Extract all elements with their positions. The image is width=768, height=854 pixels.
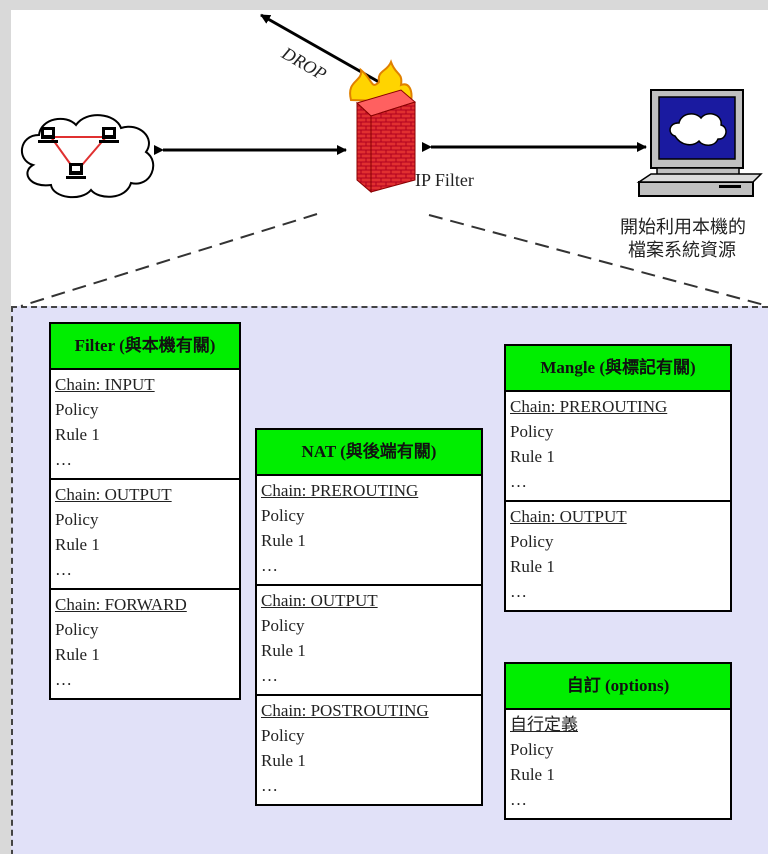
chain-more: … — [510, 472, 527, 491]
nat-chain-postrouting: Chain: POSTROUTING Policy Rule 1 … — [257, 696, 481, 804]
chain-name: Chain: OUTPUT — [510, 507, 627, 526]
chain-rule: Rule 1 — [261, 641, 306, 660]
custom-chain: 自行定義 Policy Rule 1 … — [506, 710, 730, 818]
mangle-chain-prerouting: Chain: PREROUTING Policy Rule 1 … — [506, 392, 730, 502]
ip-filter-label: IP Filter — [415, 170, 474, 190]
filter-table: Filter (與本機有關) Chain: INPUT Policy Rule … — [49, 322, 241, 700]
drop-arrow — [260, 13, 380, 84]
zone-left-border — [11, 306, 13, 854]
nat-chain-prerouting: Chain: PREROUTING Policy Rule 1 … — [257, 476, 481, 586]
chain-policy: Policy — [261, 726, 305, 745]
fan-line-right — [428, 214, 768, 307]
local-resource-label-line1: 開始利用本機的 — [620, 217, 746, 237]
custom-table-title: 自訂 (options) — [506, 664, 730, 710]
chain-more: … — [261, 666, 278, 685]
chain-name: 自行定義 — [510, 715, 578, 734]
network-cloud-icon — [21, 114, 155, 199]
nat-table-title: NAT (與後端有關) — [257, 430, 481, 476]
local-resource-label-line2: 檔案系統資源 — [628, 240, 736, 260]
chain-more: … — [55, 560, 72, 579]
chain-name: Chain: PREROUTING — [261, 481, 419, 500]
filter-chain-input: Chain: INPUT Policy Rule 1 … — [51, 370, 239, 480]
computer-icon — [636, 89, 763, 197]
chain-name: Chain: POSTROUTING — [261, 701, 429, 720]
nat-chain-output: Chain: OUTPUT Policy Rule 1 … — [257, 586, 481, 696]
chain-policy: Policy — [510, 532, 554, 551]
chain-more: … — [510, 582, 527, 601]
top-illustration — [20, 13, 768, 307]
chain-policy: Policy — [261, 506, 305, 525]
chain-rule: Rule 1 — [55, 425, 100, 444]
filter-chain-forward: Chain: FORWARD Policy Rule 1 … — [51, 590, 239, 698]
chain-policy: Policy — [55, 400, 99, 419]
chain-more: … — [55, 670, 72, 689]
filter-table-title: Filter (與本機有關) — [51, 324, 239, 370]
mangle-chain-output: Chain: OUTPUT Policy Rule 1 … — [506, 502, 730, 610]
chain-rule: Rule 1 — [261, 751, 306, 770]
nat-table: NAT (與後端有關) Chain: PREROUTING Policy Rul… — [255, 428, 483, 806]
chain-policy: Policy — [55, 620, 99, 639]
chain-rule: Rule 1 — [55, 535, 100, 554]
custom-table: 自訂 (options) 自行定義 Policy Rule 1 … — [504, 662, 732, 820]
chain-rule: Rule 1 — [510, 557, 555, 576]
chain-rule: Rule 1 — [55, 645, 100, 664]
firewall-icon — [349, 59, 417, 194]
chain-more: … — [261, 556, 278, 575]
chain-policy: Policy — [261, 616, 305, 635]
chain-rule: Rule 1 — [510, 765, 555, 784]
chain-rule: Rule 1 — [261, 531, 306, 550]
chain-more: … — [55, 450, 72, 469]
chain-name: Chain: PREROUTING — [510, 397, 668, 416]
chain-name: Chain: INPUT — [55, 375, 155, 394]
chain-name: Chain: OUTPUT — [55, 485, 172, 504]
chain-policy: Policy — [55, 510, 99, 529]
filter-chain-output: Chain: OUTPUT Policy Rule 1 … — [51, 480, 239, 590]
chain-rule: Rule 1 — [510, 447, 555, 466]
fan-line-left — [20, 213, 318, 307]
diagram-canvas: DROP IP Filter 開始利用本機的 檔案系統資源 Filter (與本… — [11, 10, 768, 854]
chain-name: Chain: FORWARD — [55, 595, 187, 614]
chain-more: … — [261, 776, 278, 795]
mangle-table-title: Mangle (與標記有關) — [506, 346, 730, 392]
chain-policy: Policy — [510, 740, 554, 759]
chain-more: … — [510, 790, 527, 809]
mangle-table: Mangle (與標記有關) Chain: PREROUTING Policy … — [504, 344, 732, 612]
chain-policy: Policy — [510, 422, 554, 441]
chain-name: Chain: OUTPUT — [261, 591, 378, 610]
